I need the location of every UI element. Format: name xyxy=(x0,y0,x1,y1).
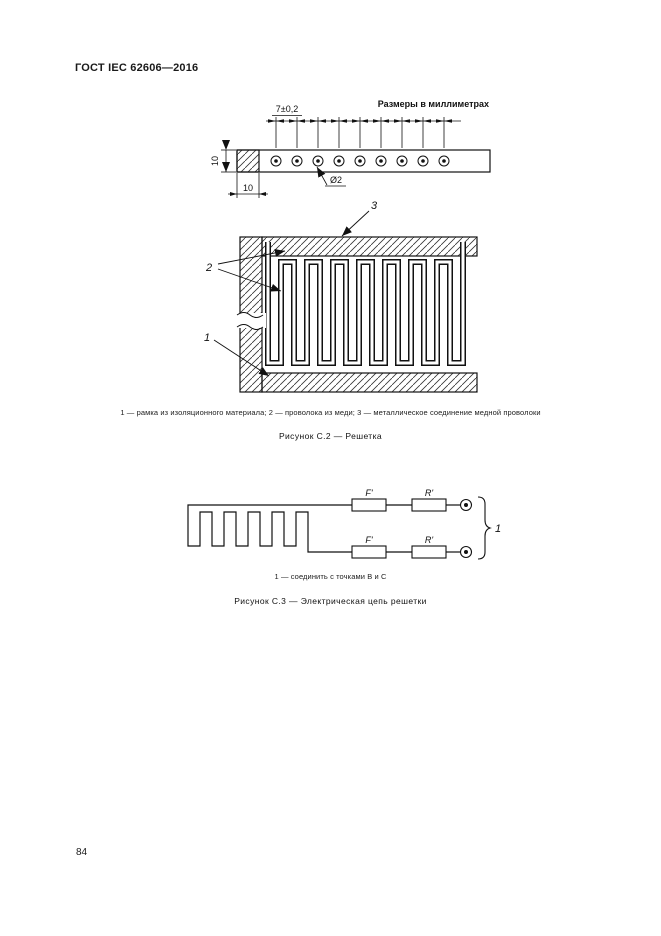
fuse-box-top xyxy=(351,498,387,512)
callout-1-label: 1 xyxy=(204,332,210,344)
terminal-top-center xyxy=(464,503,468,507)
circuit-drawing: 1 F' R' F' R' xyxy=(187,488,501,560)
strip-end-section xyxy=(236,149,260,173)
figure-c3-caption: Рисунок С.3 — Электрическая цепь решетки xyxy=(234,596,427,606)
terminal-top xyxy=(459,498,473,512)
resistor-label-top: R' xyxy=(425,488,433,498)
dim-hole-label: Ø2 xyxy=(330,175,342,185)
callout-2-label: 2 xyxy=(205,262,212,274)
circuit-callout-1: 1 xyxy=(495,523,501,535)
dim-pitch-label: 7±0,2 xyxy=(276,104,298,114)
break-symbol xyxy=(236,312,266,330)
figure-c3-legend: 1 — соединить с точками В и С xyxy=(274,572,387,581)
units-note: Размеры в миллиметрах xyxy=(378,99,489,109)
grid-drawing: 3 2 1 xyxy=(204,200,478,393)
page-header: ГОСТ IEC 62606—2016 xyxy=(75,62,199,74)
figure-c2-legend: 1 — рамка из изоляционного материала; 2 … xyxy=(120,408,541,417)
strip-drawing: Размеры в миллиметрах xyxy=(210,99,491,198)
callout-1-leader xyxy=(213,339,270,377)
copper-wire-serpentine-inner xyxy=(266,242,465,365)
fuse-box-bottom xyxy=(351,545,387,559)
page-number: 84 xyxy=(76,847,88,858)
callout-2-leader-b xyxy=(217,268,282,292)
callout-3-leader xyxy=(341,210,370,237)
terminal-bottom-center xyxy=(464,550,468,554)
resistor-box-bottom xyxy=(411,545,447,559)
resistor-box-top xyxy=(411,498,447,512)
dim-width-label: 10 xyxy=(243,183,253,193)
fuse-label-bottom: F' xyxy=(365,535,372,545)
callout-2-leader-a xyxy=(217,248,286,265)
frame-top-bar xyxy=(261,236,478,257)
grid-meander xyxy=(187,504,352,553)
strip-holes xyxy=(270,155,450,167)
resistor-label-bottom: R' xyxy=(425,535,433,545)
copper-wire-serpentine xyxy=(265,242,466,366)
frame-bottom-bar xyxy=(261,372,478,393)
callout-3-label: 3 xyxy=(371,200,378,212)
width-dimension xyxy=(228,173,268,198)
terminal-bottom xyxy=(459,545,473,559)
figure-c2-caption: Рисунок С.2 — Решетка xyxy=(278,431,383,441)
terminals-brace xyxy=(477,496,492,560)
height-dimension xyxy=(221,140,236,173)
dim-height-label: 10 xyxy=(210,156,220,166)
fuse-label-top: F' xyxy=(365,488,372,498)
hole-dimension xyxy=(316,166,346,187)
